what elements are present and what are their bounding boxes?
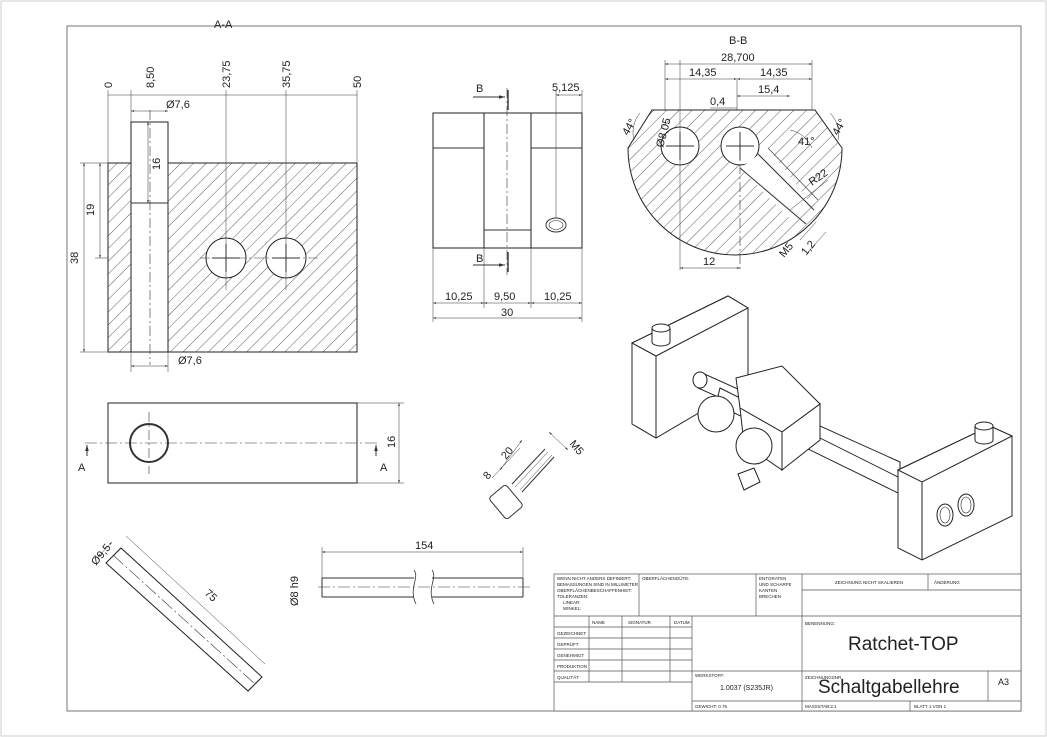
dim-5125: 5,125 [552, 82, 580, 94]
dim-top-3575: 35,75 [281, 60, 293, 88]
dim-12: 12 [703, 256, 715, 268]
screw-detail-view [489, 431, 569, 520]
dim-154: 15,4 [758, 84, 779, 96]
deburr-3: KANTEN [759, 588, 777, 593]
weight: GEWICHT: 0.76 [695, 704, 728, 709]
dim-top-0: 0 [103, 82, 115, 88]
row-drawn: GEZEICHNET [557, 631, 586, 636]
dim-12-depth: 1,2 [799, 238, 818, 257]
dim-1435-right: 14,35 [760, 67, 788, 79]
note-3: OBERFLÄCHENBESCHAFFENHEIT: [557, 587, 632, 593]
no-scale-label: ZEICHNUNG NICHT SKALIEREN [835, 580, 903, 585]
dim-depth: 16 [151, 158, 163, 170]
note-6: WINKEL: [563, 606, 582, 611]
section-label-aa: A-A [214, 19, 233, 31]
front-section-view: A-A [80, 19, 358, 372]
dim-left-38: 38 [69, 252, 81, 264]
dim-950: 9,50 [494, 291, 515, 303]
dim-04: 0,4 [710, 96, 725, 108]
dim-pin-len: 75 [202, 587, 219, 604]
dim-rod-dia: Ø8 h9 [289, 576, 301, 606]
deburr-2: UND SCHARFE [759, 582, 792, 587]
dim-screw-8: 8 [481, 470, 494, 482]
section-arrow-b-top: B [476, 83, 483, 95]
row-approved: GENEHMIGT [557, 653, 585, 658]
title-block-text: WENN NICHT ANDERS DEFINIERT: BEMASSUNGEN… [557, 575, 1009, 709]
dim-top-50: 50 [352, 76, 364, 88]
dim-side-16: 16 [386, 436, 398, 448]
section-arrow-a-left: A [78, 462, 86, 474]
material-label: WERKSTOFF: [695, 673, 724, 678]
dim-1025-left: 10,25 [445, 291, 473, 303]
middle-view [432, 88, 583, 322]
dim-angle-mid: 41° [798, 136, 815, 148]
section-bb-view [627, 60, 843, 270]
note-1: WENN NICHT ANDERS DEFINIERT: [557, 576, 631, 581]
surface-label: OBERFLÄCHENGÜTE: [642, 575, 690, 581]
note-2: BEMASSUNGEN SIND IN MILLIMETER [557, 582, 639, 587]
row-checked: GEPRÜFT [557, 641, 579, 647]
dim-rod-len: 154 [415, 540, 433, 552]
isometric-assembly-view [630, 295, 1014, 561]
row-quality: QUALITÄT [557, 674, 579, 680]
pin-view [97, 535, 266, 692]
sheet-size: A3 [998, 677, 1009, 687]
title-label: BENENNUNG: [805, 621, 835, 626]
note-5: LINEAR: [563, 600, 581, 605]
section-arrow-a-right: A [380, 462, 388, 474]
dim-top-850: 8,50 [145, 67, 157, 88]
drawing-frame [66, 25, 1022, 712]
dim-hole-top: Ø7,6 [166, 99, 190, 111]
revision-label: ÄNDERUNG [934, 579, 960, 585]
header-date: DATUM [674, 620, 690, 625]
dim-left-19: 19 [85, 204, 97, 216]
section-arrow-b-bottom: B [476, 253, 483, 265]
dim-30: 30 [501, 307, 513, 319]
deburr-1: ENTGRATEN [759, 576, 786, 581]
dim-28700: 28,700 [721, 52, 755, 64]
section-label-bb: B-B [729, 35, 747, 47]
dim-screw-m5: M5 [567, 438, 586, 457]
deburr-4: BRECHEN [759, 594, 781, 599]
scale: MASSSTAB:2:1 [805, 704, 837, 709]
dim-hole-bottom: Ø7,6 [178, 355, 202, 367]
title-block [553, 573, 1022, 712]
dim-screw-20: 20 [499, 445, 516, 462]
dim-angle-right: 44° [830, 117, 849, 137]
dim-top-2375: 23,75 [221, 60, 233, 88]
drawing-title: Ratchet-TOP [848, 634, 959, 655]
dim-1025-right: 10,25 [544, 291, 572, 303]
dim-1435-left: 14,35 [689, 67, 717, 79]
header-name: NAME [592, 620, 605, 625]
side-view [85, 402, 404, 484]
material-value: 1.0037 (S235JR) [720, 685, 773, 692]
note-4: TOLERANZEN: [557, 594, 588, 599]
rod-view [318, 547, 530, 605]
header-signature: SIGNATUR [628, 620, 652, 625]
row-production: PRODUKTION [557, 664, 587, 669]
sheet-count: BLATT 1 VON 1 [914, 704, 947, 709]
drawing-no-label: ZEICHNUNGSNR. [805, 675, 843, 680]
drawing-number: Schaltgabellehre [818, 677, 960, 698]
